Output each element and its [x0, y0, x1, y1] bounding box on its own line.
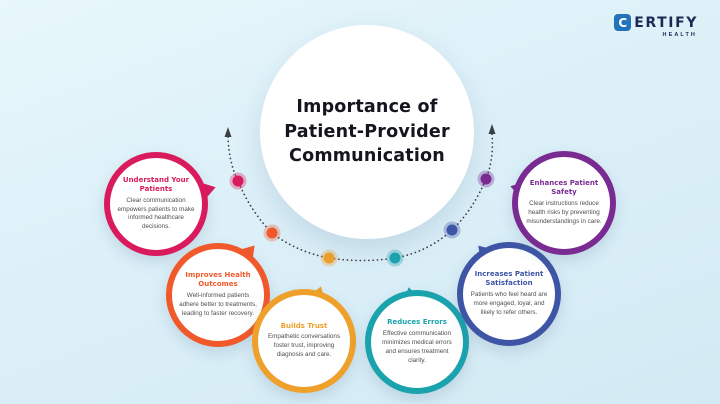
- bubble-title: Increases Patient Satisfaction: [474, 270, 544, 288]
- bubble-body: Patients who feel heard are more engaged…: [470, 291, 548, 316]
- page-title-line-1: Importance of: [296, 96, 438, 117]
- bubble-title: Reduces Errors: [387, 318, 447, 327]
- bubble-understand-your-patients: Understand Your Patients Clear communica…: [104, 152, 208, 256]
- brand-subtitle: HEALTH: [662, 32, 697, 38]
- arc-node-errors: [386, 249, 404, 267]
- arc-node-safety: [477, 170, 495, 188]
- brand-name: ERTIFY: [634, 14, 698, 31]
- bubble-title: Enhances Patient Safety: [529, 179, 599, 197]
- bubble-increases-patient-satisfaction: Increases Patient Satisfaction Patients …: [457, 242, 561, 346]
- bubble-reduces-errors: Reduces Errors Effective communication m…: [365, 290, 469, 394]
- arc-arrow-right-icon: [488, 124, 496, 134]
- page-title-line-3: Communication: [289, 146, 445, 167]
- arc-arrow-left-icon: [224, 127, 232, 137]
- bubble-title: Improves Health Outcomes: [185, 271, 251, 289]
- page-title-line-2: Patient-Provider: [284, 121, 450, 142]
- bubble-builds-trust: Builds Trust Empathetic conversations fo…: [252, 289, 356, 393]
- arc-node-trust: [320, 249, 338, 267]
- bubble-body: Well-informed patients adhere better to …: [179, 292, 257, 317]
- brand-logo: C ERTIFY HEALTH: [614, 14, 698, 38]
- page-title: Importance of Patient-Provider Communica…: [284, 95, 450, 170]
- bubble-enhances-patient-safety: Enhances Patient Safety Clear instructio…: [512, 151, 616, 255]
- arc-node-understand: [229, 172, 247, 190]
- bubble-body: Clear communication empowers patients to…: [117, 196, 195, 231]
- center-title-circle: Importance of Patient-Provider Communica…: [260, 25, 474, 239]
- bubble-body: Effective communication minimizes medica…: [382, 329, 452, 364]
- bubble-body: Clear instructions reduce health risks b…: [526, 200, 602, 225]
- brand-logo-icon: C: [614, 14, 632, 31]
- arc-node-improves: [263, 224, 281, 242]
- arc-node-satisfaction: [443, 221, 461, 239]
- bubble-body: Empathetic conversations foster trust, i…: [267, 333, 341, 359]
- bubble-title: Understand Your Patients: [122, 175, 190, 193]
- bubble-title: Builds Trust: [280, 321, 328, 330]
